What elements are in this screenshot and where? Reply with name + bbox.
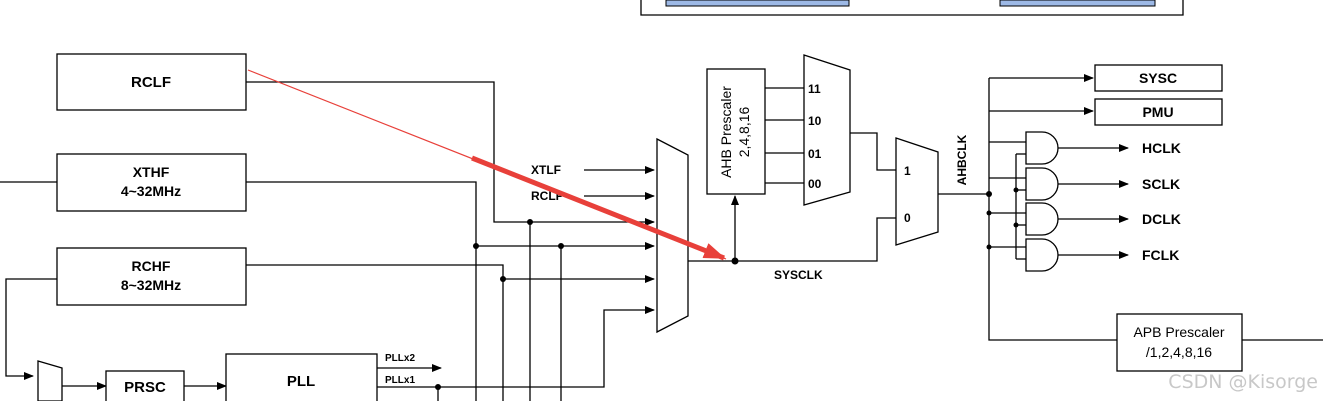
mux-input-1: 1 [904, 164, 911, 178]
mux-input-00: 00 [808, 177, 822, 191]
pll-block: PLL [225, 353, 378, 401]
watermark: CSDN @Kisorge [1168, 371, 1318, 393]
wires [0, 74, 1323, 401]
sysclk-label: SYSCLK [774, 268, 823, 282]
rchf-range: 8~32MHz [121, 277, 181, 293]
pll-input-mux [37, 360, 63, 401]
rchf-block: RCHF 8~32MHz [56, 247, 247, 306]
annotation-arrow-thick [471, 155, 726, 261]
xthf-range: 4~32MHz [121, 183, 181, 199]
ahb-divider-mux [803, 54, 851, 206]
sysc-block: SYSC [1094, 64, 1223, 92]
rclf-label: RCLF [131, 74, 171, 91]
mux-input-11: 11 [808, 82, 821, 96]
apb-prescaler-block: APB Prescaler /1,2,4,8,16 [1116, 313, 1243, 372]
hclk-and-gate [1025, 131, 1059, 165]
rchf-label: RCHF [132, 258, 171, 274]
sclk-label: SCLK [1142, 176, 1180, 192]
fclk-label: FCLK [1142, 247, 1179, 263]
pllx2-label: PLLx2 [385, 353, 415, 364]
ahbclk-select-mux [895, 137, 939, 246]
mux-input-0: 0 [904, 211, 911, 225]
apb-prescaler-div: /1,2,4,8,16 [1146, 344, 1212, 360]
xthf-block: XTHF 4~32MHz [56, 153, 247, 212]
top-band-left [665, 0, 850, 7]
pmu-block: PMU [1094, 98, 1223, 126]
fclk-and-gate [1025, 238, 1059, 272]
xtlf-label: XTLF [531, 163, 561, 177]
prsc-block: PRSC [105, 370, 185, 401]
mux-input-01: 01 [808, 147, 822, 161]
top-frame [640, 0, 1184, 16]
junction-dots [435, 187, 1019, 390]
hclk-label: HCLK [1142, 140, 1181, 156]
prsc-label: PRSC [124, 379, 166, 396]
xthf-label: XTHF [133, 164, 170, 180]
pll-label: PLL [287, 373, 315, 390]
sclk-and-gate [1025, 167, 1059, 201]
pllx1-label: PLLx1 [385, 375, 415, 386]
rclf-block: RCLF [56, 53, 247, 111]
sysc-label: SYSC [1139, 70, 1177, 86]
dclk-label: DCLK [1142, 211, 1181, 227]
ahbclk-label: AHBCLK [955, 134, 969, 185]
dclk-and-gate [1025, 202, 1059, 236]
ahb-prescaler-block: AHB Prescaler 2,4,8,16 [706, 68, 766, 195]
mux-input-10: 10 [808, 114, 822, 128]
ahb-prescaler-label: AHB Prescaler [718, 86, 734, 178]
top-band-right [999, 0, 1156, 7]
apb-prescaler-label: APB Prescaler [1133, 324, 1224, 340]
ahb-prescaler-div: 2,4,8,16 [736, 106, 752, 157]
pmu-label: PMU [1142, 104, 1173, 120]
